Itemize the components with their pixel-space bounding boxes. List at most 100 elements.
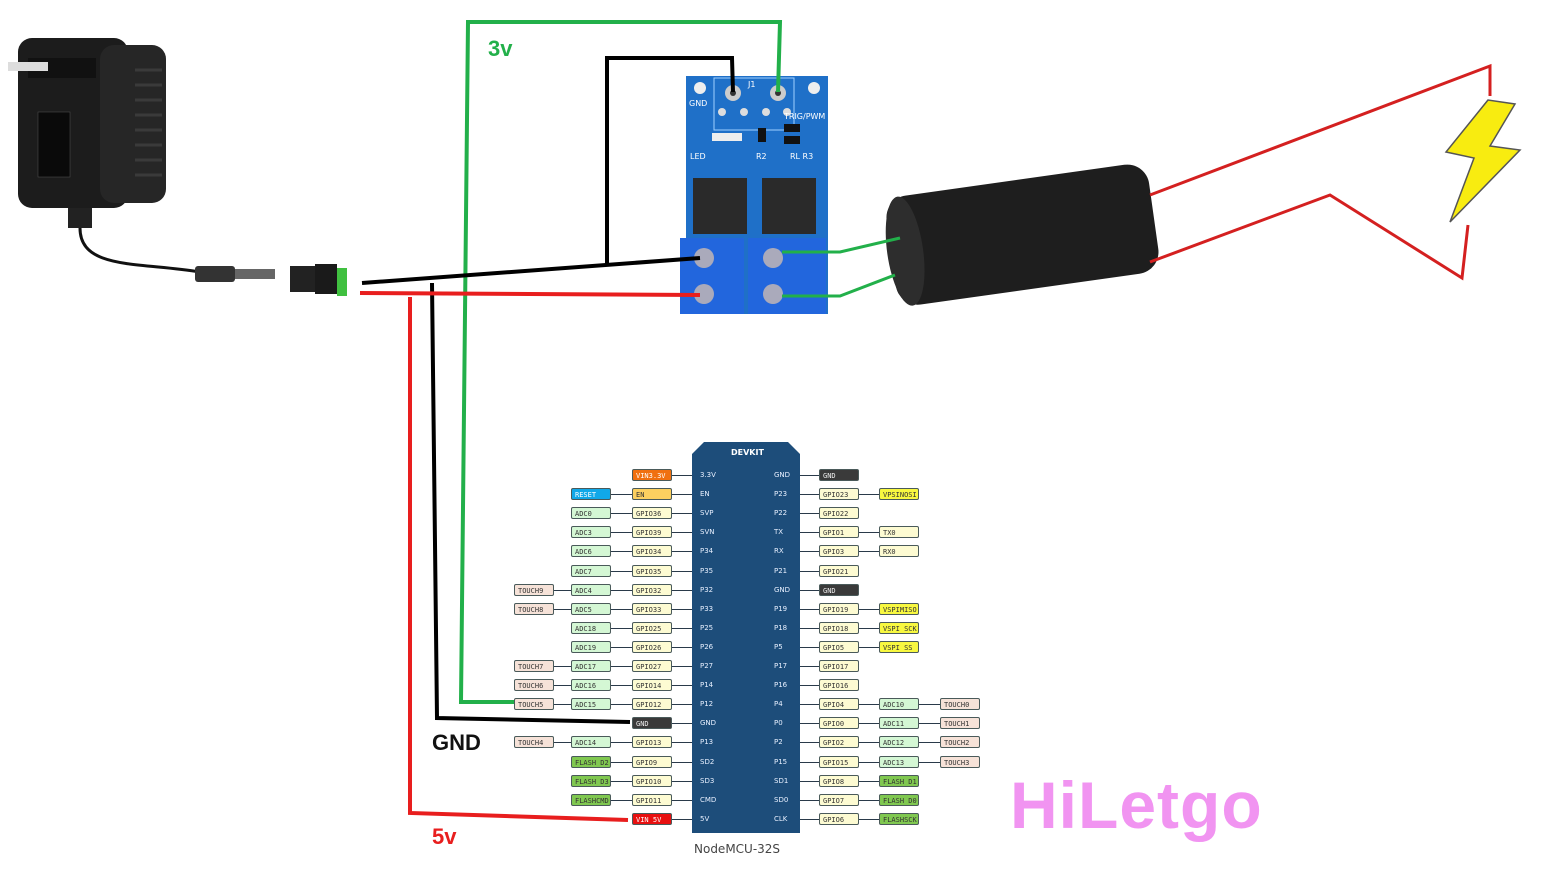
pin-label-spi: VPSINOSI [879,488,919,500]
pin-name: P21 [774,567,788,575]
label-gnd: GND [432,730,481,755]
pin-name: P14 [700,681,714,689]
pin-name: P5 [774,643,783,651]
pin-label-gpio: GPIO26 [632,641,672,653]
label-5v: 5v [432,824,457,849]
pin-name: P18 [774,624,788,632]
pin-label-spi: VSPI SS [879,641,919,653]
pin-label-gpio: GPIO33 [632,603,672,615]
label-3v: 3v [488,36,513,61]
pin-connector [571,628,692,629]
pin-name: P2 [774,738,783,746]
pin-connector [571,571,692,572]
pin-label-flash: FLASH D1 [879,775,919,787]
watermark-logo: HiLetgo [1010,768,1263,842]
pin-label-gpio: GPIO11 [632,794,672,806]
pin-name: SD2 [700,758,715,766]
pin-connector [571,513,692,514]
pin-label-spi: VSPIMISO [879,603,919,615]
pin-label-gpio: GPIO18 [819,622,859,634]
pin-label-touch: TOUCH5 [514,698,554,710]
pin-name: SD0 [774,796,789,804]
pin-name: P25 [700,624,714,632]
pin-label-gpio: GPIO32 [632,584,672,596]
pin-label-touch: TOUCH7 [514,660,554,672]
pin-label-gpio: GPIO39 [632,526,672,538]
pin-connector [800,628,919,629]
pin-connector [571,762,692,763]
pin-label-flash: FLASHCMD [571,794,611,806]
pin-label-gpio: GPIO7 [819,794,859,806]
pin-label-flash: FLASH D2 [571,756,611,768]
pin-label-gpio: GPIO8 [819,775,859,787]
pin-name: EN [700,490,710,498]
power-adapter [8,38,347,296]
pin-label-touch: TOUCH1 [940,717,980,729]
pin-label-adc: ADC16 [571,679,611,691]
pin-label-gpio: GPIO0 [819,717,859,729]
pin-label-gpio: GPIO27 [632,660,672,672]
pin-connector [800,551,919,552]
pin-name: P12 [700,700,714,708]
pin-name: CMD [700,796,717,804]
pin-label-gpio: GPIO21 [819,565,859,577]
pin-name: P17 [774,662,788,670]
pin-name: GND [774,471,791,479]
pin-name: P35 [700,567,714,575]
pin-label-gpio: GPIO23 [819,488,859,500]
board-name: NodeMCU-32S [694,842,781,856]
lightning-bolt-icon [1444,99,1522,223]
pin-name: P19 [774,605,788,613]
pin-label-adc: ADC10 [879,698,919,710]
pin-label-flash: FLASH D3 [571,775,611,787]
pin-name: P4 [774,700,783,708]
pin-connector [571,494,692,495]
pin-label-gpio: TX0 [879,526,919,538]
pin-name: 5V [700,815,710,823]
pin-label-gpio: GPIO19 [819,603,859,615]
pin-label-gpio: GPIO36 [632,507,672,519]
pin-label-gpio: RX0 [879,545,919,557]
pin-connector [571,647,692,648]
pin-name: P23 [774,490,788,498]
pin-label-vin: VIN 5V [632,813,672,825]
pin-label-touch: TOUCH3 [940,756,980,768]
pin-name: P33 [700,605,714,613]
pin-connector [800,494,919,495]
pin-name: P34 [700,547,714,555]
pin-label-touch: TOUCH9 [514,584,554,596]
pin-label-gpio: GPIO35 [632,565,672,577]
pin-connector [800,532,919,533]
pin-name: P32 [700,586,714,594]
pin-label-gpio: GPIO17 [819,660,859,672]
pin-name: SD3 [700,777,715,785]
pin-label-adc: ADC13 [879,756,919,768]
pin-connector [800,609,919,610]
pin-label-gpio: GPIO34 [632,545,672,557]
pin-label-adc: ADC18 [571,622,611,634]
pin-name: P22 [774,509,788,517]
pin-label-flash: FLASHSCK [879,813,919,825]
pin-label-touch: TOUCH4 [514,736,554,748]
module-gnd-label: GND [689,99,708,108]
pin-label-reset: RESET [571,488,611,500]
pin-label-gpio: GPIO3 [819,545,859,557]
pin-name: GND [700,719,717,727]
pin-label-adc: ADC4 [571,584,611,596]
pin-name: P0 [774,719,783,727]
module-led-label: LED [690,152,706,161]
pin-label-gpio: GPIO14 [632,679,672,691]
pin-connector [800,781,919,782]
wire-5v [359,291,701,822]
pin-label-en: EN [632,488,672,500]
pin-name: GND [774,586,791,594]
high-voltage-transformer [885,164,1159,306]
pin-label-gnd: GND [819,469,859,481]
pin-label-gpio: GPIO1 [819,526,859,538]
pin-label-adc: ADC5 [571,603,611,615]
board-title: DEVKIT [731,448,764,457]
pin-label-adc: ADC11 [879,717,919,729]
pin-connector [800,800,919,801]
hv-output-wires [1149,63,1492,281]
